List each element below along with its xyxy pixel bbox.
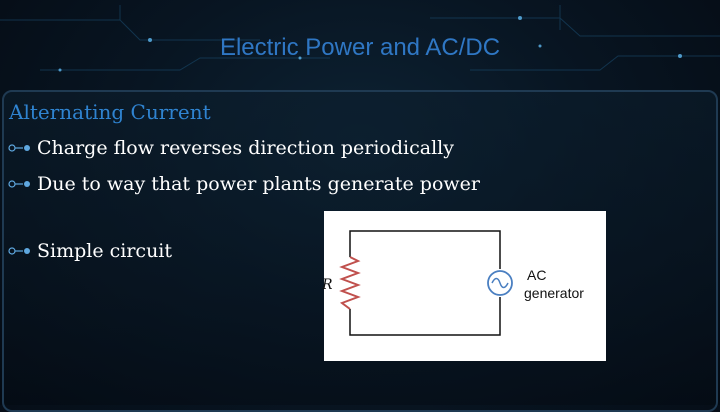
generator-label-line1: AC <box>527 267 547 283</box>
slide-title: Electric Power and AC/DC <box>219 34 501 61</box>
bullet-text: Charge flow reverses direction periodica… <box>37 137 454 159</box>
bullet-item: Due to way that power plants generate po… <box>8 173 480 195</box>
resistor-label: R <box>322 277 333 293</box>
ac-source-icon <box>487 270 513 296</box>
resistor-icon <box>339 256 361 310</box>
bullet-item: Simple circuit <box>8 240 172 262</box>
bullet-item: Charge flow reverses direction periodica… <box>8 137 454 159</box>
circuit-drawing <box>339 230 514 336</box>
bullet-icon <box>8 180 30 188</box>
bullet-text: Simple circuit <box>37 240 173 262</box>
section-heading: Alternating Current <box>9 100 211 124</box>
circuit-diagram: R AC generator <box>322 211 606 361</box>
bullet-text: Due to way that power plants generate po… <box>37 173 480 195</box>
bullet-icon <box>8 247 30 255</box>
generator-label-line2: generator <box>524 285 584 301</box>
bullet-icon <box>8 144 30 152</box>
